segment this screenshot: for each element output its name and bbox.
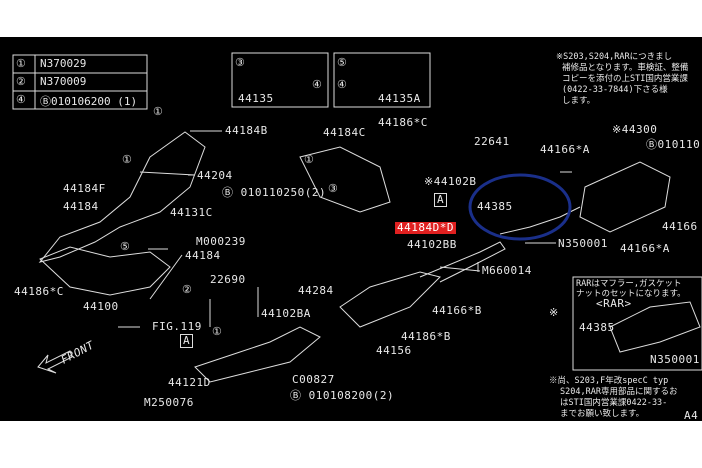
diagram-drawing xyxy=(12,52,702,383)
callout-3: ③ xyxy=(328,182,339,195)
part-label[interactable]: 44204 xyxy=(197,169,233,182)
exhaust-manifold xyxy=(38,131,206,263)
note-top-line: (0422-33-7844)下さる様 xyxy=(562,85,668,95)
part-label[interactable]: 44166*A xyxy=(540,143,590,156)
ref-box-a: A xyxy=(434,193,448,207)
part-label[interactable]: N350001 xyxy=(650,353,700,366)
part-label[interactable]: 44186*C xyxy=(378,116,428,129)
part-label[interactable]: 44184 xyxy=(63,200,99,213)
part-label[interactable]: 44100 xyxy=(83,300,119,313)
part-label[interactable]: Ⓑ 010110250(2) xyxy=(222,186,327,199)
part-label[interactable]: 22690 xyxy=(210,273,246,286)
callout-5: ⑤ xyxy=(120,240,131,253)
detail-key: ⑤ xyxy=(337,56,348,69)
part-label[interactable]: Ⓑ 010108200(2) xyxy=(290,389,395,402)
part-label[interactable]: 44186*B xyxy=(401,330,451,343)
part-label[interactable]: N350001 xyxy=(558,237,608,250)
part-label[interactable]: 22641 xyxy=(474,135,510,148)
rar-title: <RAR> xyxy=(596,297,632,310)
center-pipe xyxy=(194,326,321,383)
part-label[interactable]: 44385 xyxy=(579,321,615,334)
callout-1: ① xyxy=(304,153,315,166)
detail-part: 44135 xyxy=(238,92,274,105)
highlighted-part-label[interactable]: 44184D*D xyxy=(395,221,456,234)
part-label[interactable]: 44184B xyxy=(225,124,268,137)
note-top-line: ※S203,S204,RARにつきまし xyxy=(556,52,673,62)
note-top-line: コピーを添付の上STI国内営業課 xyxy=(562,74,688,84)
part-label[interactable]: 44184C xyxy=(323,126,366,139)
ref-box-a: A xyxy=(180,334,194,348)
legend-key: ④ xyxy=(16,93,26,106)
callout-1: ① xyxy=(212,325,223,338)
callout-1: ① xyxy=(122,153,133,166)
note-bottom-line: ※尚、S203,F年改specC typ xyxy=(549,376,669,386)
rar-marker: ※ xyxy=(549,306,559,319)
note-bottom-line: までお願い致します。 xyxy=(560,409,645,419)
legend-part: N370029 xyxy=(40,57,87,70)
part-label[interactable]: ※44300 xyxy=(612,123,658,136)
part-label[interactable]: M000239 xyxy=(196,235,246,248)
part-label[interactable]: M250076 xyxy=(144,396,194,409)
rar-note: ナットのセットになります。 xyxy=(576,289,686,299)
part-label[interactable]: 44385 xyxy=(477,200,513,213)
legend-key: ① xyxy=(16,57,26,70)
part-label[interactable]: FIG.119 xyxy=(152,320,202,333)
part-label[interactable]: Ⓑ010110 xyxy=(646,138,701,151)
part-label[interactable]: 44121D xyxy=(168,376,211,389)
part-label[interactable]: 44102BA xyxy=(261,307,311,320)
detail-key: ③ xyxy=(235,56,246,69)
part-label[interactable]: M660014 xyxy=(482,264,532,277)
part-label[interactable]: 44166*B xyxy=(432,304,482,317)
part-label[interactable]: 44166 xyxy=(662,220,698,233)
legend-part: Ⓑ010106200 (1) xyxy=(40,95,138,108)
part-label[interactable]: 44184 xyxy=(185,249,221,262)
page-ref: A4 xyxy=(684,409,699,422)
parts-diagram: ① N370029 ② N370009 ④ Ⓑ010106200 (1) ③ ④… xyxy=(0,37,702,422)
part-label[interactable]: 44166*A xyxy=(620,242,670,255)
catalytic-converter xyxy=(339,271,441,328)
part-label[interactable]: ※44102B xyxy=(424,175,477,188)
legend-key: ② xyxy=(16,75,26,88)
detail-ref: ④ xyxy=(312,78,323,91)
front-arrow-icon xyxy=(37,350,73,374)
part-label[interactable]: 44102BB xyxy=(407,238,457,251)
note-bottom-line: S204,RAR専用部品に関するお xyxy=(560,387,678,397)
part-label[interactable]: C00827 xyxy=(292,373,335,386)
detail-ref: ④ xyxy=(337,78,348,91)
detail-part: 44135A xyxy=(378,92,421,105)
rar-note: RARはマフラー,ガスケット xyxy=(576,279,682,289)
note-top-line: 補修品となります。車検証、整備 xyxy=(562,63,689,73)
part-label[interactable]: 44131C xyxy=(170,206,213,219)
legend-part: N370009 xyxy=(40,75,87,88)
highlight-circle xyxy=(468,173,572,241)
part-label[interactable]: 44186*C xyxy=(14,285,64,298)
part-label[interactable]: 44284 xyxy=(298,284,334,297)
part-label[interactable]: 44156 xyxy=(376,344,412,357)
callout-2: ② xyxy=(182,283,193,296)
note-bottom-line: はSTI国内営業課0422-33- xyxy=(560,398,668,408)
note-top-line: します。 xyxy=(562,96,596,106)
part-label[interactable]: 44184F xyxy=(63,182,106,195)
callout-1: ① xyxy=(153,105,164,118)
muffler xyxy=(579,161,671,233)
